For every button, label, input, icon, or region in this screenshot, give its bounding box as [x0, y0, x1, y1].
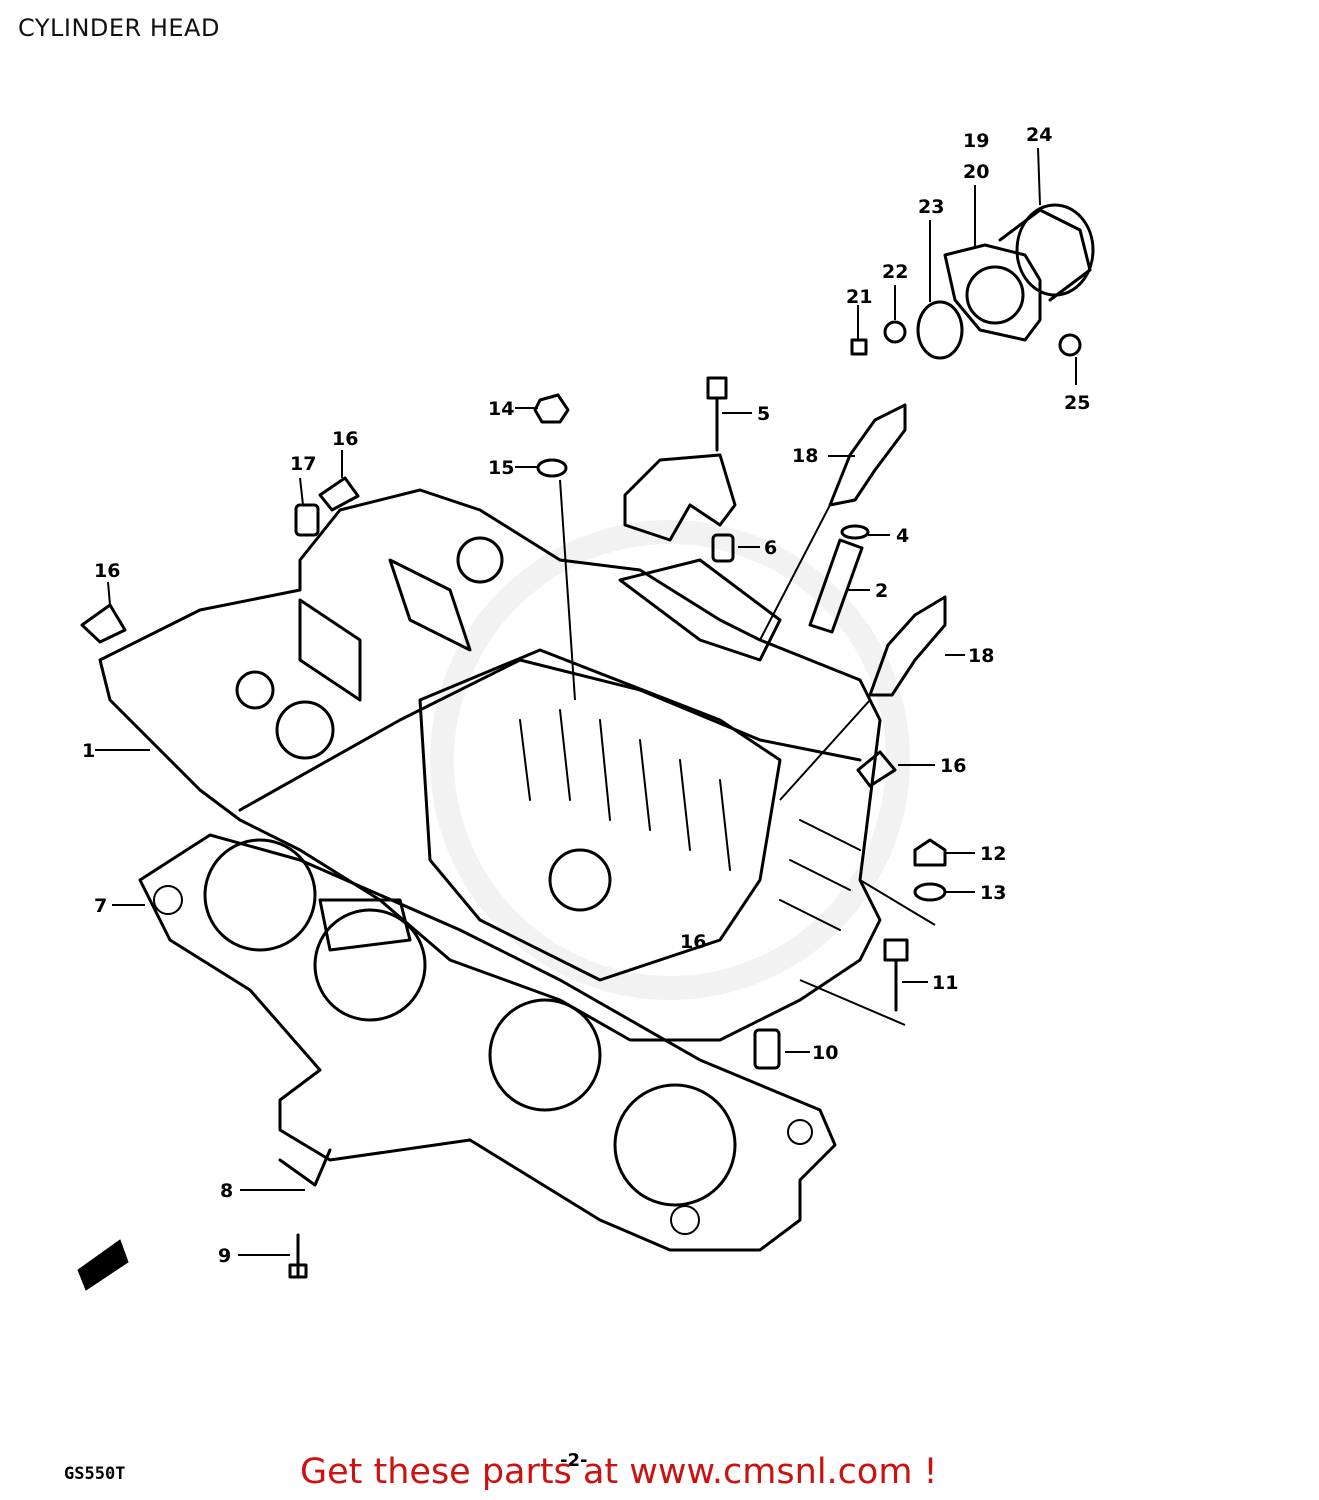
parts-link[interactable]: Get these parts at www.cmsnl.com ! [300, 1452, 938, 1492]
callout-4: 4 [896, 525, 909, 547]
callout-8: 8 [220, 1180, 233, 1202]
callout-16-left: 16 [94, 560, 120, 582]
direction-mark [77, 1239, 129, 1291]
screw-21 [850, 338, 868, 356]
leader-lines [95, 147, 1077, 1256]
callout-16-right: 16 [940, 755, 966, 777]
callout-labels: 1 2 13 4 5 6 7 8 9 10 11 12 14 15 16 16 … [82, 124, 1090, 1267]
callout-25: 25 [1064, 392, 1090, 414]
callout-17: 17 [290, 453, 316, 475]
washer-13 [913, 882, 947, 902]
screw-25 [1058, 333, 1082, 357]
plug-tube-2 [808, 538, 864, 634]
head-gasket [138, 833, 837, 1252]
oring-23 [916, 300, 964, 360]
callout-6: 6 [764, 537, 777, 559]
callout-16-top: 16 [332, 428, 358, 450]
bolt-11 [883, 938, 909, 1012]
callout-18-lower: 18 [968, 645, 994, 667]
callout-24: 24 [1026, 124, 1052, 146]
callout-7: 7 [94, 895, 107, 917]
callout-1: 1 [82, 740, 95, 762]
plug-16-left [80, 603, 127, 644]
callout-22: 22 [882, 261, 908, 283]
callout-19: 19 [963, 130, 989, 152]
plug-cap-17 [294, 503, 320, 537]
spark-plug-lower [868, 595, 947, 697]
page-number: -2- [560, 1450, 588, 1471]
callout-9: 9 [218, 1245, 231, 1267]
bolt-5 [706, 376, 728, 452]
callout-16-center: 16 [680, 931, 706, 953]
cylinder-head [98, 488, 882, 1042]
plug-16-right [856, 750, 897, 788]
nut-12 [913, 838, 947, 867]
washer-15 [536, 458, 568, 478]
callout-15: 15 [488, 457, 514, 479]
callout-5: 5 [757, 403, 770, 425]
callout-21: 21 [846, 286, 872, 308]
cam-cap [623, 453, 737, 542]
plug-16-top [318, 476, 360, 512]
callout-10: 10 [812, 1042, 838, 1064]
page-title: CYLINDER HEAD [18, 14, 220, 42]
callout-13: 13 [980, 882, 1006, 904]
callout-18-upper: 18 [792, 445, 818, 467]
dowel-6 [711, 533, 735, 563]
spark-plug-upper [828, 403, 907, 507]
model-code: GS550T [64, 1464, 126, 1484]
callout-12: 12 [980, 843, 1006, 865]
nut-14 [533, 393, 570, 424]
callout-11: 11 [932, 972, 958, 994]
screw-9 [288, 1233, 308, 1279]
callout-20: 20 [963, 161, 989, 183]
callout-2: 2 [875, 580, 888, 602]
oring-4 [840, 524, 870, 540]
callout-14: 14 [488, 398, 514, 420]
dowel-10 [753, 1028, 781, 1070]
clamp-24 [1015, 203, 1095, 297]
washer-22 [883, 320, 907, 344]
intake-pipe-20 [943, 208, 1092, 342]
callout-23: 23 [918, 196, 944, 218]
